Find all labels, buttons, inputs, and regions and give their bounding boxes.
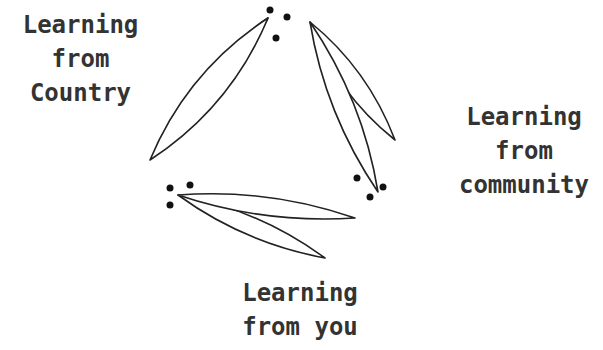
gumnut-dot bbox=[187, 182, 194, 189]
gumnut-dot bbox=[167, 202, 174, 209]
section-label: Learning from community bbox=[450, 100, 598, 202]
gumnut-dot bbox=[354, 175, 361, 182]
gumnut-dot bbox=[167, 185, 174, 192]
gumnut-dot bbox=[367, 194, 374, 201]
gumnut-dot bbox=[284, 14, 291, 21]
gumnut-dot bbox=[380, 184, 387, 191]
section-label: Learning from Country bbox=[8, 8, 153, 110]
section-label: Learning from you bbox=[220, 276, 380, 344]
gum-leaf bbox=[178, 194, 355, 219]
gumnut-dot bbox=[267, 7, 274, 14]
gumnut-dot bbox=[273, 35, 280, 42]
gum-leaf bbox=[150, 18, 268, 160]
gum-leaf bbox=[310, 22, 378, 192]
